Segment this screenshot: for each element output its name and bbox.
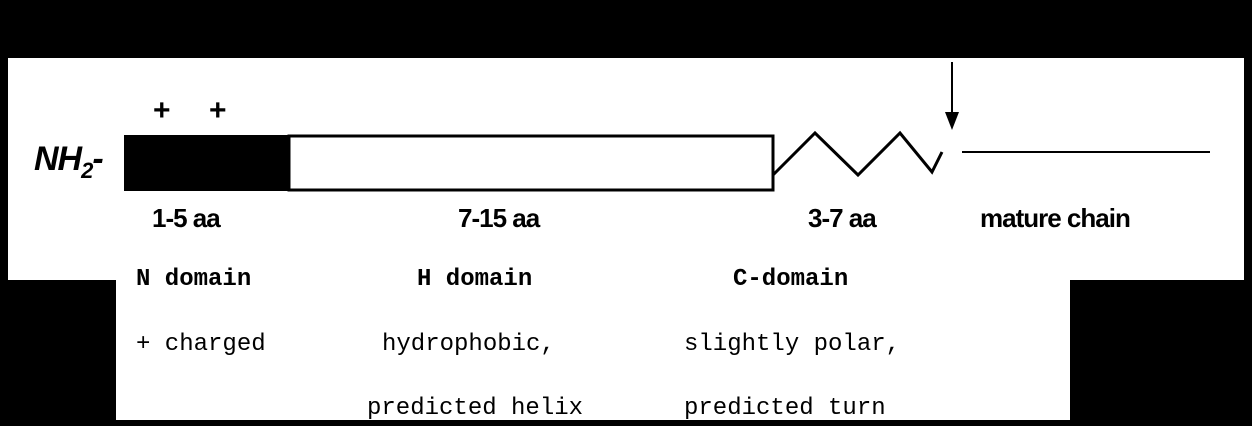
n-domain-property: + charged [136, 331, 266, 358]
positive-charge-1: + [153, 94, 171, 127]
mature-chain-label: mature chain [980, 203, 1131, 233]
c-domain-turn [771, 130, 944, 178]
cleavage-arrowhead [945, 112, 959, 130]
h-domain-block [287, 134, 775, 192]
c-domain-property-2: predicted turn [684, 395, 886, 422]
c-domain-property-1: slightly polar, [684, 331, 901, 358]
n-domain-title: N domain [136, 266, 252, 293]
positive-charge-2: + [209, 94, 227, 127]
n-terminus-label: NH2- [34, 140, 104, 183]
c-region-length: 3-7 aa [808, 203, 877, 233]
h-domain-property-2: predicted helix [367, 395, 584, 422]
h-region-length: 7-15 aa [458, 203, 540, 233]
legend-panel [116, 280, 1070, 420]
n-domain-block [124, 135, 289, 191]
h-domain-title: H domain [417, 266, 533, 293]
n-region-length: 1-5 aa [152, 203, 221, 233]
c-domain-title: C-domain [733, 266, 849, 293]
h-domain-property-1: hydrophobic, [382, 331, 555, 358]
bottom-border [0, 426, 1252, 434]
